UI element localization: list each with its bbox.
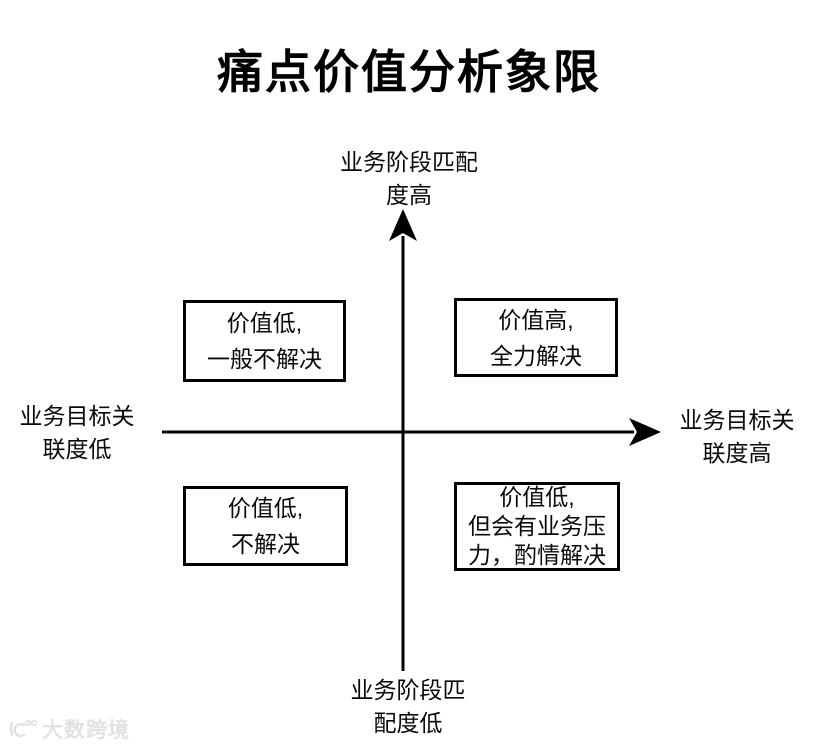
quadrant-box-top-left-line2: 一般不解决 [207, 346, 322, 372]
watermark-logo-icon [9, 719, 38, 738]
axis-label-left-line1: 业务目标关 [19, 403, 135, 429]
quadrant-box-bottom-right: 价值低, 但会有业务压 力，酌情解决 [454, 482, 620, 571]
page-title: 痛点价值分析象限 [217, 46, 601, 98]
axis-label-top-line2: 度高 [386, 182, 432, 208]
axis-label-bottom: 业务阶段匹 配度低 [298, 674, 518, 740]
quadrant-box-top-right-line2: 全力解决 [490, 342, 582, 369]
axis-label-left-line2: 联度低 [42, 436, 112, 462]
quadrant-box-bottom-right-line2: 但会有业务压 [468, 513, 606, 539]
quadrant-box-bottom-left-line1: 价值低, [227, 495, 304, 521]
axis-label-right-line2: 联度高 [702, 440, 772, 466]
axis-label-top-line1: 业务阶段匹配 [340, 149, 478, 175]
axis-label-bottom-line1: 业务阶段匹 [350, 677, 466, 703]
axis-label-left: 业务目标关 联度低 [2, 400, 152, 466]
quadrant-box-top-left-line1: 价值低, [226, 310, 303, 336]
quadrant-box-top-left: 价值低, 一般不解决 [183, 300, 346, 382]
quadrant-box-bottom-left: 价值低, 不解决 [183, 486, 348, 566]
quadrant-box-top-right-line1: 价值高, [498, 306, 574, 333]
up-arrowhead-icon [389, 209, 417, 241]
axis-label-top: 业务阶段匹配 度高 [299, 146, 519, 212]
watermark: 大数跨境 [8, 714, 130, 744]
right-arrowhead-icon [629, 418, 661, 446]
quadrant-box-bottom-right-line3: 力，酌情解决 [468, 542, 606, 568]
axis-label-right: 业务目标关 联度高 [662, 404, 812, 470]
axis-label-right-line1: 业务目标关 [679, 407, 795, 433]
quadrant-box-bottom-left-line2: 不解决 [231, 531, 300, 557]
quadrant-box-top-right: 价值高, 全力解决 [454, 298, 618, 377]
watermark-text: 大数跨境 [42, 719, 130, 742]
quadrant-box-bottom-right-line1: 价值低, [499, 484, 575, 510]
axis-label-bottom-line2: 配度低 [373, 710, 443, 736]
